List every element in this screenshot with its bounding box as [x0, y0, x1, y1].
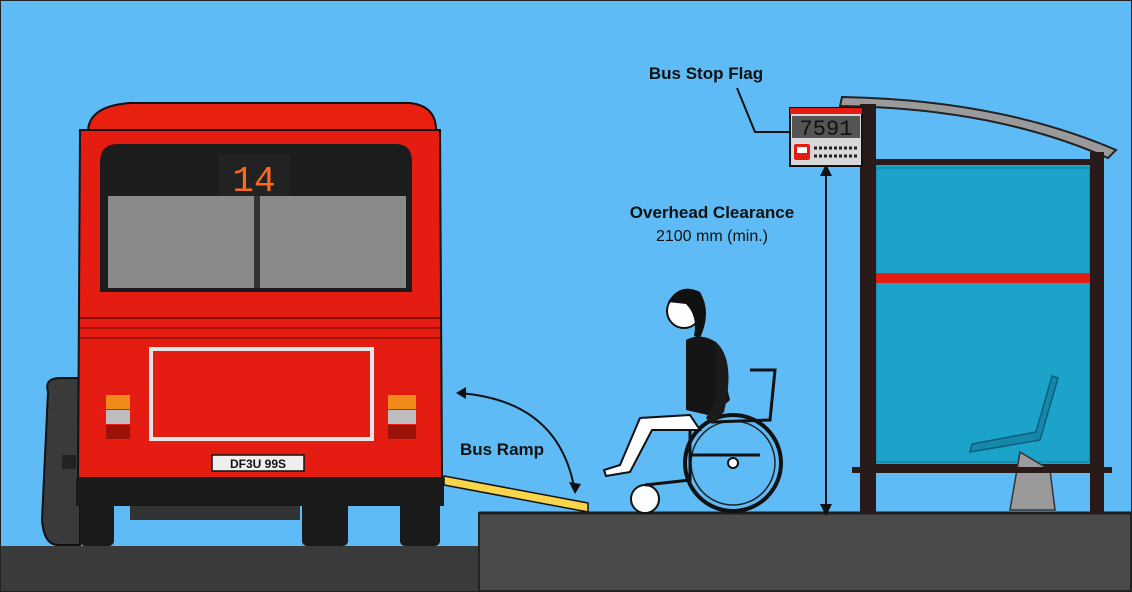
rear-panel — [151, 349, 372, 439]
bus-bumper — [76, 478, 444, 506]
bus-ramp-label: Bus Ramp — [452, 440, 552, 460]
shelter-glass-panel — [870, 162, 1096, 467]
shelter-post-right — [1090, 152, 1104, 514]
bus-stop-platform — [479, 513, 1131, 591]
bus-shelter — [840, 97, 1116, 514]
route-number: 14 — [232, 161, 275, 202]
road — [1, 546, 481, 591]
license-plate-text: DF3U 99S — [230, 457, 286, 471]
overhead-clearance-title: Overhead Clearance — [612, 203, 812, 223]
bus-stop-number: 7591 — [800, 117, 853, 142]
car-behind-bus — [42, 378, 80, 545]
bus-stop-flag-label: Bus Stop Flag — [646, 64, 766, 84]
overhead-clearance-value: 2100 mm (min.) — [612, 228, 812, 246]
